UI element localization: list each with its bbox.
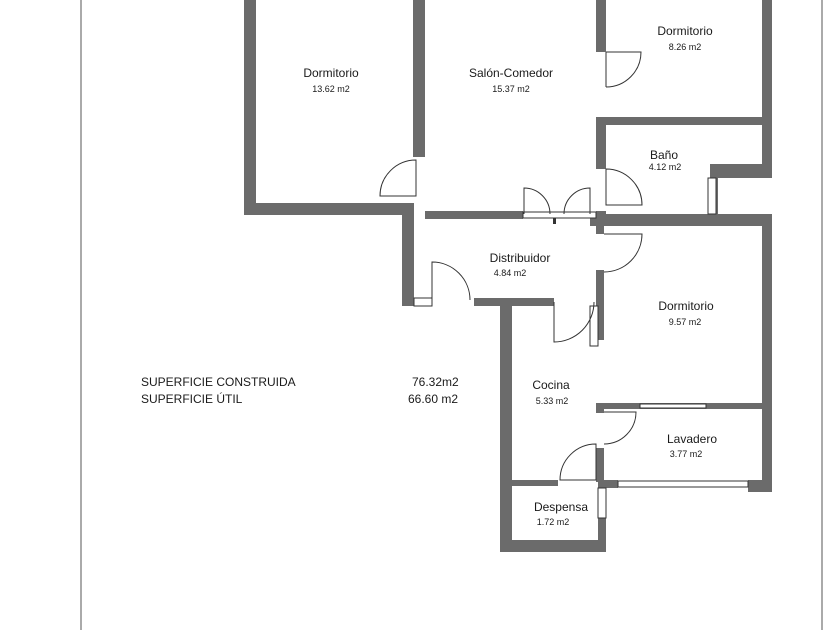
room-dormitorio-left-name: Dormitorio	[303, 66, 359, 80]
room-dormitorio-left-area: 13.62 m2	[312, 84, 350, 94]
room-bano-area: 4.12 m2	[649, 162, 682, 172]
room-dormitorio-right-area: 9.57 m2	[669, 317, 702, 327]
room-distribuidor-name: Distribuidor	[490, 251, 551, 265]
room-labels: Dormitorio 13.62 m2 Salón-Comedor 15.37 …	[303, 24, 717, 527]
room-despensa-name: Despensa	[534, 500, 588, 514]
room-cocina-name: Cocina	[532, 378, 570, 392]
room-dormitorio-top-area: 8.26 m2	[669, 42, 702, 52]
sheet-frame	[80, 0, 823, 630]
room-distribuidor-area: 4.84 m2	[494, 268, 527, 278]
door-swings	[379, 51, 643, 481]
room-lavadero-name: Lavadero	[667, 432, 717, 446]
room-salon-name: Salón-Comedor	[469, 66, 553, 80]
built-area-value: 76.32m2	[412, 375, 459, 389]
door-markers	[553, 218, 556, 224]
room-despensa-area: 1.72 m2	[537, 517, 570, 527]
room-lavadero-area: 3.77 m2	[670, 449, 703, 459]
built-area-label: SUPERFICIE CONSTRUIDA	[141, 375, 296, 389]
useful-area-value: 66.60 m2	[408, 392, 459, 406]
room-salon-area: 15.37 m2	[492, 84, 530, 94]
room-cocina-area: 5.33 m2	[536, 396, 569, 406]
useful-area-label: SUPERFICIE ÚTIL	[141, 392, 243, 406]
room-dormitorio-top-name: Dormitorio	[657, 24, 713, 38]
windows	[413, 177, 749, 519]
room-dormitorio-right-name: Dormitorio	[658, 299, 714, 313]
room-bano-name: Baño	[650, 148, 678, 162]
